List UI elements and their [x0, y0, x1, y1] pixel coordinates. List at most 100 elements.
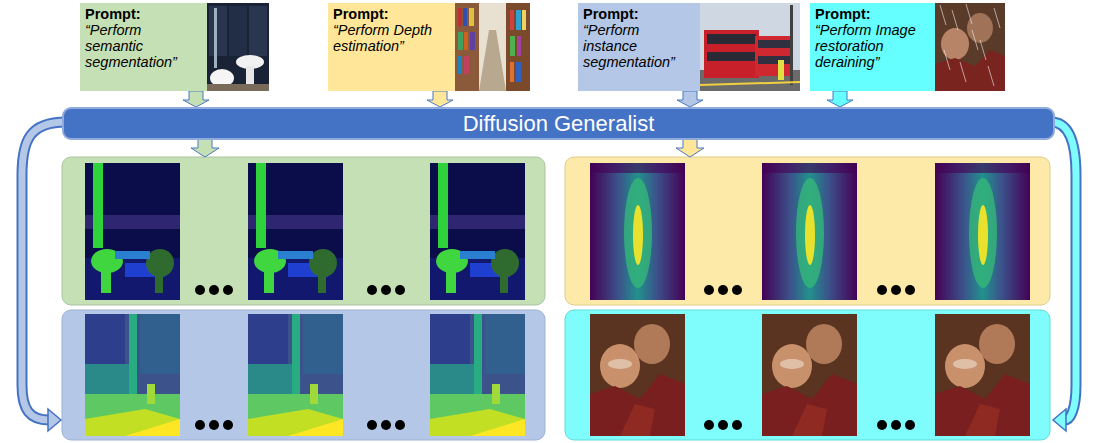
flow-arrow: [183, 91, 209, 107]
bus-photo: [700, 3, 800, 91]
model-band: Diffusion Generalist: [62, 107, 1055, 140]
flow-arrow: [427, 91, 453, 107]
model-name: Diffusion Generalist: [463, 111, 655, 136]
person: [778, 60, 784, 80]
prompt-box: Prompt:“Perform instance segmentation”: [578, 3, 700, 91]
derain-output: [590, 314, 685, 436]
dot: [704, 285, 714, 295]
wall-tile: [229, 6, 247, 56]
shelf: [455, 3, 479, 91]
road-line: [700, 82, 800, 85]
book: [458, 56, 462, 74]
book: [510, 10, 514, 30]
rain-streak: [952, 10, 958, 30]
dot: [195, 420, 205, 430]
photo-ground: [700, 3, 800, 91]
prompt-box: Prompt:“Perform semantic segmentation”: [80, 3, 207, 91]
prompt-box: Prompt:“Perform Depth estimation”: [328, 3, 455, 91]
bus-window: [707, 34, 756, 44]
rain-photo: [935, 3, 1005, 91]
book: [458, 32, 463, 50]
dot: [877, 420, 887, 430]
dot: [905, 285, 915, 295]
rain-streak: [966, 4, 972, 24]
dot: [891, 420, 901, 430]
dot: [704, 420, 714, 430]
arrow-outline: [22, 122, 66, 420]
dot: [195, 285, 205, 295]
flow-arrow: [677, 91, 703, 107]
instance-output: [248, 314, 343, 436]
bus-window: [758, 40, 790, 48]
book: [510, 36, 515, 56]
arrow-fill: [22, 122, 66, 420]
book: [463, 8, 467, 26]
dot: [877, 285, 887, 295]
floor: [207, 84, 269, 91]
output-arrow: [191, 139, 219, 157]
book: [458, 8, 462, 26]
segmentation-output: [248, 163, 343, 300]
prompt-text: “Perform Image restoration deraining”: [815, 22, 930, 70]
photo-ground: [455, 3, 530, 91]
rain-streaks: [940, 4, 1000, 86]
output-panel: [565, 310, 1050, 440]
instance-output: [430, 314, 525, 436]
dot: [732, 420, 742, 430]
prompt-heading: Prompt:: [583, 6, 695, 22]
derain-output: [935, 314, 1030, 436]
book: [464, 32, 468, 50]
bus: [755, 36, 793, 76]
dot: [381, 285, 391, 295]
dot: [395, 420, 405, 430]
dot: [891, 285, 901, 295]
dot: [209, 420, 219, 430]
dot: [223, 420, 233, 430]
dot: [718, 285, 728, 295]
rain-streak: [944, 50, 950, 70]
book: [470, 32, 475, 50]
prompt-heading: Prompt:: [333, 6, 450, 22]
wall-tile: [209, 6, 227, 56]
dot: [732, 285, 742, 295]
aisle: [479, 30, 506, 91]
flow-arrow: [827, 91, 853, 107]
book: [522, 10, 526, 30]
dot: [905, 420, 915, 430]
wall-tile: [249, 6, 267, 56]
robe: [935, 50, 1005, 91]
ellipsis-dots: [195, 285, 915, 430]
segmentation-output: [85, 163, 180, 300]
curved-output-arrow: [22, 122, 66, 431]
derain-output: [762, 314, 857, 436]
face: [967, 13, 993, 43]
curved-output-arrow: [1051, 122, 1076, 431]
dot: [223, 285, 233, 295]
prompt-text: “Perform Depth estimation”: [333, 22, 450, 54]
bus-window: [758, 56, 790, 64]
book: [516, 62, 521, 82]
dot: [209, 285, 219, 295]
dot: [718, 420, 728, 430]
arrow-head: [1053, 409, 1066, 431]
depth-output: [590, 163, 685, 300]
rain-streak: [972, 30, 978, 50]
bathroom-photo: [207, 3, 269, 91]
dot: [395, 285, 405, 295]
book: [469, 8, 474, 26]
rain-streak: [940, 5, 946, 25]
pole: [790, 5, 793, 85]
dot: [367, 285, 377, 295]
rain-streak: [988, 66, 994, 86]
pipe: [214, 8, 217, 68]
rain-streak: [960, 62, 966, 82]
book: [510, 62, 514, 82]
instance-output: [85, 314, 180, 436]
rain-streak: [980, 40, 986, 60]
depth-output: [935, 163, 1030, 300]
book: [464, 56, 469, 74]
arrow-fill: [1051, 122, 1076, 420]
output-panel: [62, 310, 545, 440]
book: [517, 36, 521, 56]
